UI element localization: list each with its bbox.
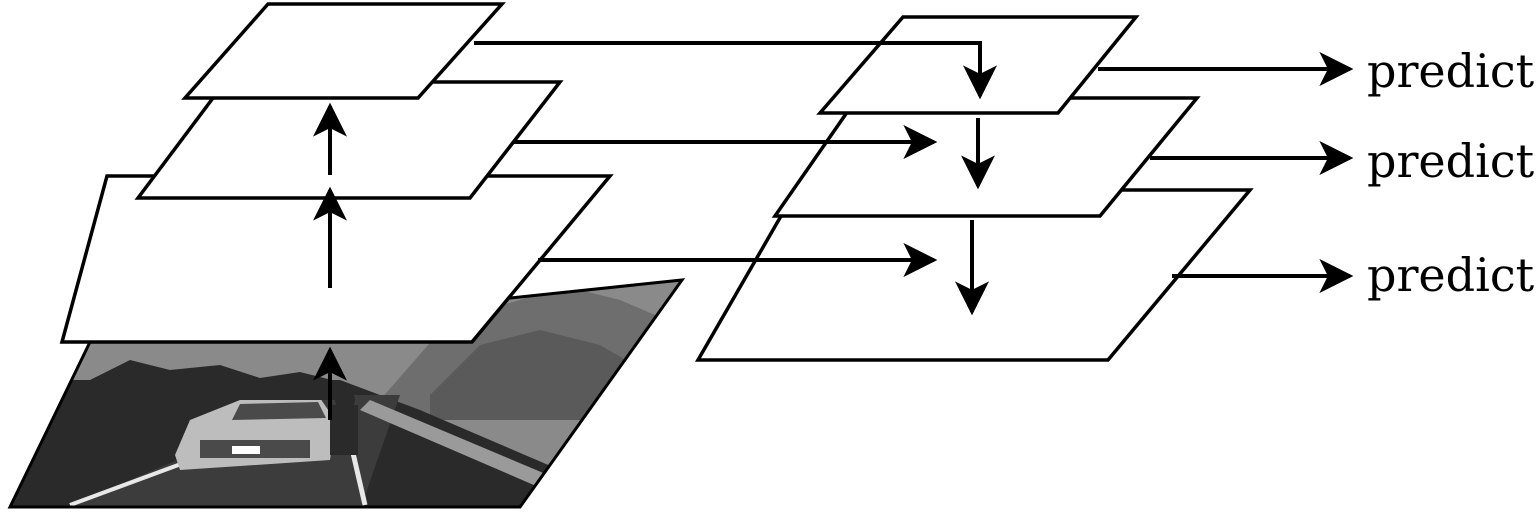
bottom-up-layer-2 [134,80,564,200]
predict-label-top: predict [1367,44,1535,98]
lateral-arrow-top [474,41,997,100]
bottom-up-layer-3 [181,2,506,100]
predict-label-bottom: predict [1367,248,1535,302]
predict-label-middle: predict [1367,134,1535,188]
